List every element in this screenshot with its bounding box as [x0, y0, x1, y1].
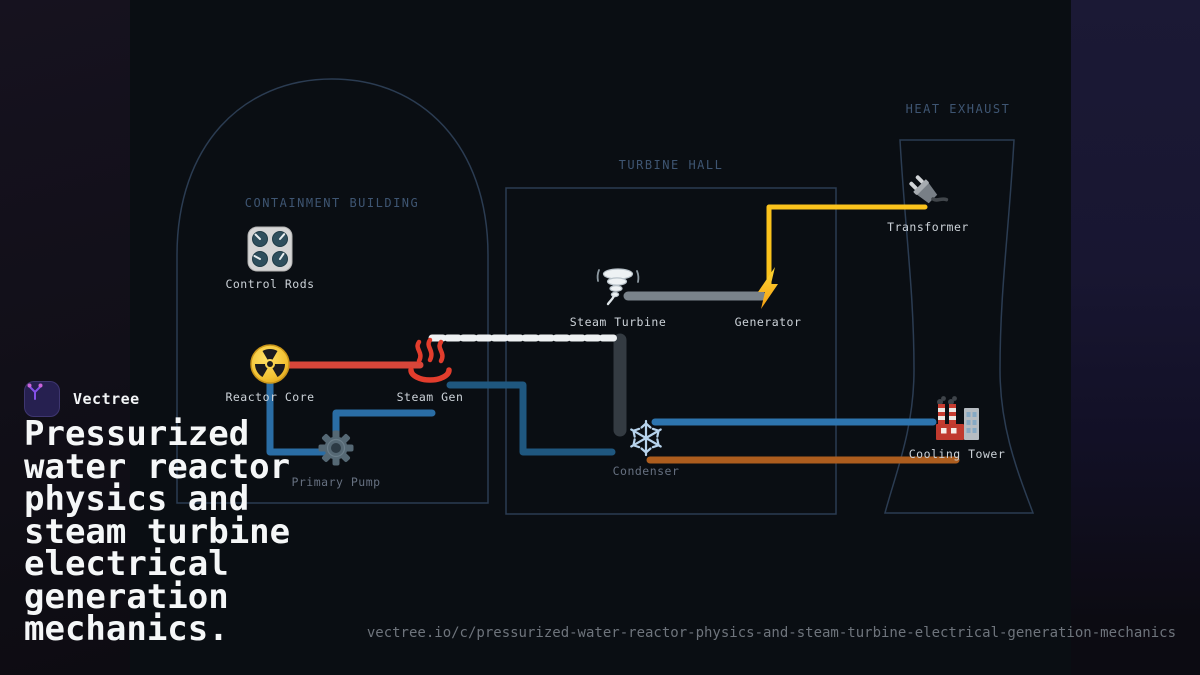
transformer-label: Transformer: [887, 220, 969, 234]
branch-icon: [27, 383, 43, 400]
footer-url: vectree.io/c/pressurized-water-reactor-p…: [366, 625, 1176, 641]
cooling-tower-label: Cooling Tower: [908, 447, 1006, 461]
pipe-primary-cold-leg-b: [332, 409, 436, 450]
gear-icon: [318, 430, 354, 466]
page-title: Pressurized water reactor physics and st…: [24, 414, 291, 649]
left-background-band: [0, 0, 130, 675]
brand-name: Vectree: [73, 390, 140, 408]
brand-row: Vectree: [24, 381, 140, 417]
control-rods-label: Control Rods: [225, 277, 315, 291]
heat-exhaust-tower-outline: [884, 139, 1035, 514]
containment-building-outline: [176, 78, 489, 504]
radiation-icon: [250, 344, 290, 384]
generator-label: Generator: [734, 315, 802, 329]
heat-exhaust-label: HEAT EXHAUST: [905, 102, 1011, 116]
vectree-logo: [24, 381, 60, 417]
lightning-icon: [758, 267, 778, 309]
condenser-label: Condenser: [612, 464, 680, 478]
plug-icon: [909, 175, 949, 204]
control-knobs-icon: [247, 226, 293, 272]
right-background-band: [1071, 0, 1200, 675]
pipe-primary-cold-leg-a: [266, 370, 334, 456]
snowflake-icon: [630, 419, 662, 457]
steam-gen-label: Steam Gen: [396, 390, 464, 404]
primary-pump-label: Primary Pump: [291, 475, 381, 489]
pipe-feedwater-return: [446, 381, 616, 456]
turbine-hall-label: TURBINE HALL: [618, 158, 724, 172]
hot-springs-icon: [408, 337, 452, 383]
tornado-icon: [596, 268, 640, 306]
reactor-core-label: Reactor Core: [225, 390, 315, 404]
turbine-hall-outline: [505, 187, 837, 515]
factory-icon: [936, 396, 979, 440]
containment-building-label: CONTAINMENT BUILDING: [244, 196, 420, 210]
electric-transmission-line: [766, 204, 928, 293]
steam-turbine-label: Steam Turbine: [569, 315, 667, 329]
